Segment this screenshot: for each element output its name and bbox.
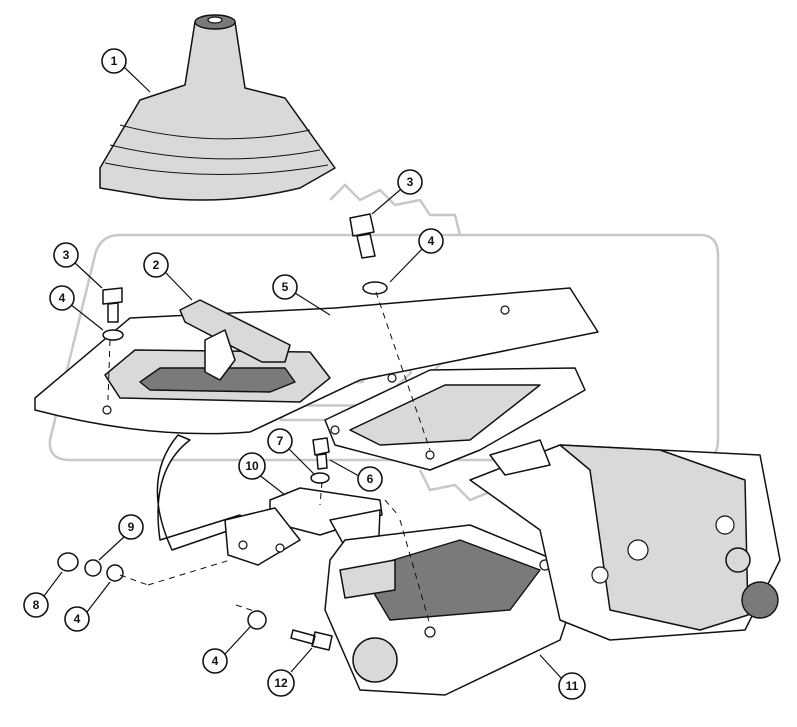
bolt-3a: [102, 287, 123, 323]
gear-lever: [179, 299, 291, 381]
washer-4c: [106, 564, 124, 582]
nut-6: [310, 472, 330, 484]
callout-4d: 4: [202, 648, 228, 674]
washer-4b: [362, 281, 388, 295]
nut-8: [57, 552, 79, 572]
bolt-7: [312, 437, 330, 470]
leader-lines: [43, 66, 564, 681]
callout-3b: 3: [397, 169, 423, 195]
callout-1: 1: [101, 48, 127, 74]
callout-3a: 3: [53, 242, 79, 268]
callout-2: 2: [143, 252, 169, 278]
svg-text:3: 3: [63, 248, 70, 262]
link-rod: [156, 434, 246, 551]
svg-text:4: 4: [74, 612, 81, 626]
svg-text:6: 6: [367, 472, 374, 486]
callout-6: 6: [357, 466, 383, 492]
callout-4a: 4: [49, 285, 75, 311]
callout-9: 9: [118, 514, 144, 540]
callout-7: 7: [267, 428, 293, 454]
callout-4c: 4: [64, 606, 90, 632]
svg-text:12: 12: [274, 676, 288, 690]
svg-text:2: 2: [153, 258, 160, 272]
valve-body: [324, 439, 781, 696]
callout-12: 12: [267, 669, 295, 697]
svg-text:7: 7: [277, 434, 284, 448]
svg-text:3: 3: [407, 175, 414, 189]
washer-4d: [247, 610, 267, 630]
hardware: [57, 213, 388, 651]
washer-9: [84, 559, 102, 577]
callout-10: 10: [238, 452, 266, 480]
rubber-boot: [99, 14, 336, 201]
bracket: [224, 487, 383, 566]
svg-text:8: 8: [33, 598, 40, 612]
callout-11: 11: [558, 672, 586, 700]
callout-4b: 4: [418, 228, 444, 254]
bolt-12: [290, 629, 333, 651]
svg-text:9: 9: [128, 520, 135, 534]
callout-8: 8: [23, 592, 49, 618]
svg-text:4: 4: [59, 291, 66, 305]
washer-4a: [102, 329, 124, 341]
callout-5: 5: [272, 274, 298, 300]
svg-text:4: 4: [428, 234, 435, 248]
bolt-3b: [349, 213, 376, 259]
assembly-lines: [107, 291, 431, 626]
svg-text:1: 1: [111, 54, 118, 68]
svg-text:5: 5: [282, 280, 289, 294]
svg-text:11: 11: [566, 679, 579, 693]
lower-frame: [324, 367, 586, 471]
svg-text:4: 4: [212, 654, 219, 668]
svg-text:10: 10: [245, 459, 259, 473]
cover-plate: [34, 287, 599, 435]
